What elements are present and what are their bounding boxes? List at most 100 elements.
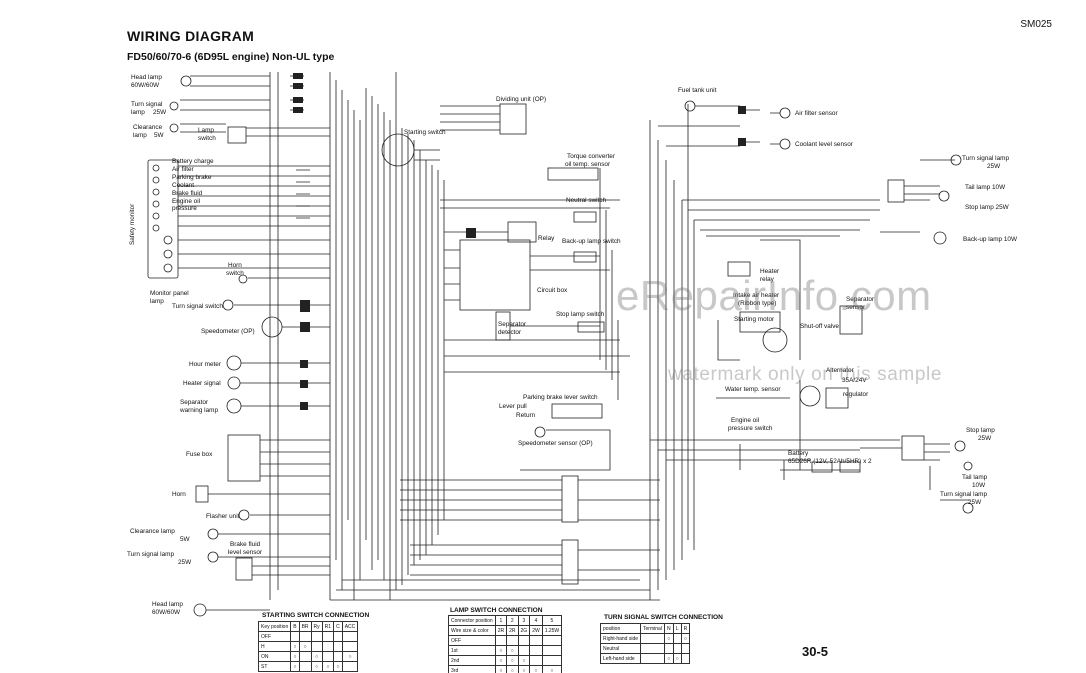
clearance-lamp-b-wattage: 5W xyxy=(180,536,190,543)
speedometer-op-label: Speedometer (OP) xyxy=(201,328,255,335)
table-cell: ○ xyxy=(290,661,300,672)
table-cell: Wire size & color xyxy=(448,625,496,636)
table-cell: 3rd xyxy=(448,665,496,673)
circuit-box-label: Circuit box xyxy=(537,287,568,294)
table-cell: ○ xyxy=(517,665,531,673)
parking-brake-switch-label: Parking brake lever switch xyxy=(523,394,598,401)
table-cell xyxy=(341,631,359,642)
table-cell: B xyxy=(290,621,300,632)
speedometer-sensor-label: Speedometer sensor (OP) xyxy=(518,440,593,447)
table-cell: 1.25W xyxy=(541,625,563,636)
turn-signal-lamp-r-label: Turn signal lamp xyxy=(962,155,1010,162)
table-cell: ○ xyxy=(680,633,691,644)
table-cell xyxy=(321,651,335,662)
monitor-air-filter: Air filter xyxy=(172,166,194,173)
table-cell: L xyxy=(672,623,682,634)
separator-warning-label-2: warning lamp xyxy=(180,407,219,414)
separator-detector-label: Separator xyxy=(498,321,527,328)
turn-signal-lamp-label-2: lamp xyxy=(131,109,145,116)
tail-lamp-label: Tail lamp 10W xyxy=(965,184,1006,191)
table-cell: ○ xyxy=(290,641,300,652)
table-cell xyxy=(680,643,691,654)
separator-sensor-label: Separator xyxy=(846,296,875,303)
table-cell: ○ xyxy=(341,651,359,662)
table-cell xyxy=(541,655,563,666)
table-cell: ○ xyxy=(517,655,531,666)
table-cell xyxy=(321,641,335,652)
table-cell xyxy=(298,661,312,672)
table-cell: Right-hand side xyxy=(599,633,642,644)
table-cell: ○ xyxy=(494,665,508,673)
horn-switch-label: Horn xyxy=(228,262,242,269)
stop-lamp-label: Stop lamp 25W xyxy=(965,204,1009,211)
separator-detector-label-2: detector xyxy=(498,329,522,336)
clearance-lamp-b-label: Clearance lamp xyxy=(130,528,175,535)
table-cell: 1st xyxy=(448,645,496,656)
turn-signal-lamp-b-label: Turn signal lamp xyxy=(127,551,175,558)
table-cell: C xyxy=(333,621,343,632)
table-cell: 1 xyxy=(494,615,508,626)
table-cell: ○ xyxy=(310,661,323,672)
engine-oil-switch-label: Engine oil xyxy=(731,417,760,424)
starting-switch-label: Starting switch xyxy=(404,129,446,136)
table-row: Right-hand side○○ xyxy=(599,633,691,644)
table-row: ON○○○ xyxy=(257,651,359,662)
table-cell: ○ xyxy=(506,645,519,656)
table-cell: 2W xyxy=(529,625,543,636)
table-cell: Terminal xyxy=(640,623,665,634)
table-cell xyxy=(494,635,508,646)
table-cell xyxy=(529,655,543,666)
turn-signal-lamp-rb-wattage: 25W xyxy=(968,499,982,506)
regulator-label: regulator xyxy=(843,391,869,398)
monitor-panel-lamp-label-2: lamp xyxy=(150,298,164,305)
table-cell: ○ xyxy=(298,641,312,652)
alternator-label: Alternator xyxy=(826,367,854,374)
shutoff-valve-label: Shut-off valve xyxy=(800,323,839,330)
horn-label: Horn xyxy=(172,491,186,498)
table-cell: OFF xyxy=(257,631,292,642)
table-cell xyxy=(333,651,343,662)
table-cell: ○ xyxy=(310,651,323,662)
stop-lamp-b-label: Stop lamp xyxy=(966,427,995,434)
table-cell xyxy=(341,641,359,652)
fuel-tank-unit-label: Fuel tank unit xyxy=(678,87,717,94)
engine-oil-switch-label-2: pressure switch xyxy=(728,425,773,432)
table-cell xyxy=(640,653,665,664)
table-cell xyxy=(333,641,343,652)
table-row: ST○○○○ xyxy=(257,661,359,672)
table-cell: ○ xyxy=(541,665,563,673)
table-cell xyxy=(298,651,312,662)
table-cell xyxy=(290,631,300,642)
table-row: Left-hand side○○ xyxy=(599,653,691,664)
page-subtitle: FD50/60/70-6 (6D95L engine) Non-UL type xyxy=(127,51,335,63)
table-cell: ○ xyxy=(672,653,682,664)
stop-lamp-b-wattage: 25W xyxy=(978,435,992,442)
table-cell: ○ xyxy=(663,653,674,664)
table-cell xyxy=(321,631,335,642)
table-cell xyxy=(517,635,531,646)
table-cell xyxy=(310,641,323,652)
table-row: 1st○○ xyxy=(448,645,563,656)
neutral-switch-label: Neutral switch xyxy=(566,197,607,204)
turn-signal-switch-label: Turn signal switch xyxy=(172,303,223,310)
table-cell xyxy=(517,645,531,656)
intake-heater-label-2: (Ribbon type) xyxy=(738,300,777,307)
torque-converter-label: Torque converter xyxy=(567,153,615,160)
turn-signal-lamp-wattage: 25W xyxy=(153,109,167,116)
monitor-pressure: pressure xyxy=(172,205,197,212)
monitor-panel-lamp-label: Monitor panel xyxy=(150,290,189,297)
battery-spec: 65D26R (12V, 52Ah/5HR) x 2 xyxy=(788,458,872,465)
stop-lamp-switch-label: Stop lamp switch xyxy=(556,311,605,318)
monitor-coolant: Coolant xyxy=(172,182,195,189)
table-cell: 2 xyxy=(506,615,519,626)
watermark-site: eRepairInfo.com xyxy=(616,272,932,319)
table-cell: ST xyxy=(257,661,292,672)
hour-meter-label: Hour meter xyxy=(189,361,221,368)
table-cell: ○ xyxy=(290,651,300,662)
